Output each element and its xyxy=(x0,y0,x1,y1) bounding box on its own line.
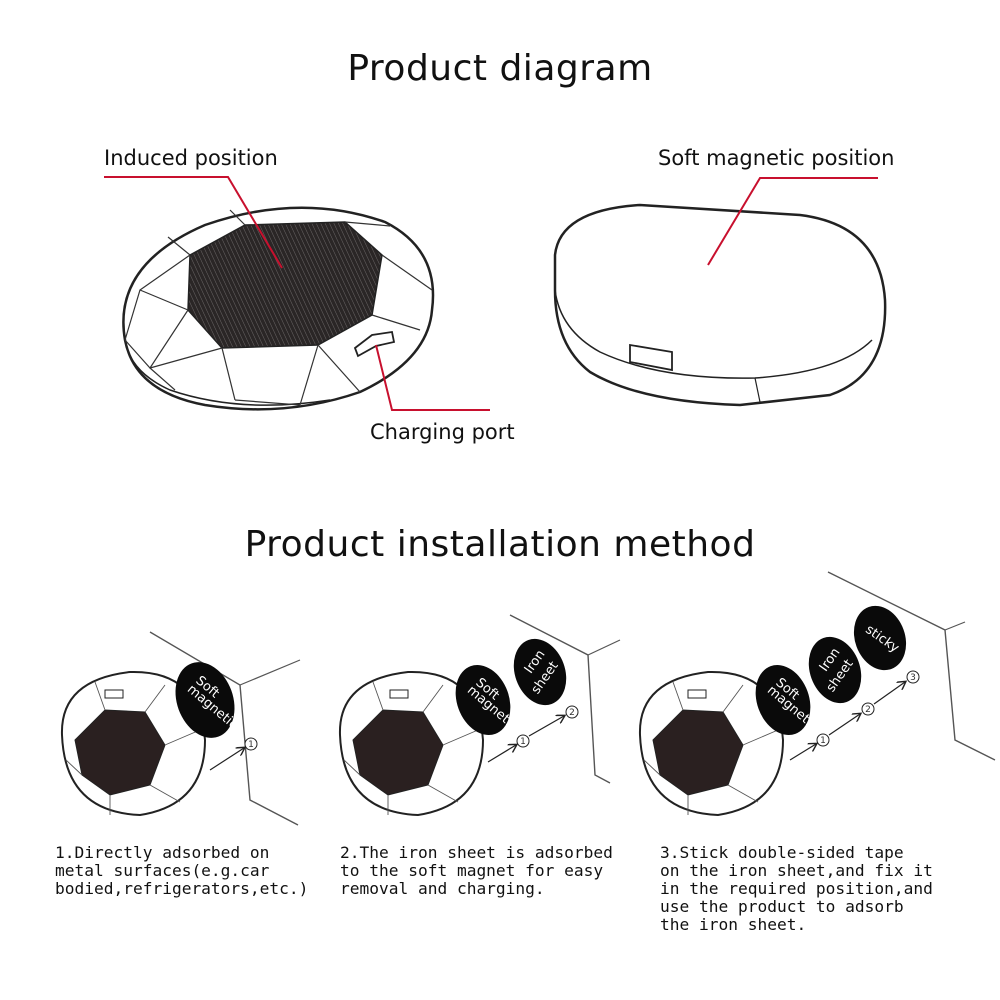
step-2-caption: 2.The iron sheet is adsorbed to the soft… xyxy=(340,843,613,898)
charging-port-icon xyxy=(353,330,396,358)
install-step-1-art: Soft magnetic 1 xyxy=(60,631,301,826)
installation-title: Product installation method xyxy=(244,524,756,565)
diagram-title: Product diagram xyxy=(347,48,653,89)
leader-lines xyxy=(104,176,878,411)
step-3-caption: 3.Stick double-sided tape on the iron sh… xyxy=(660,843,933,934)
step-marker xyxy=(565,705,579,719)
step-marker xyxy=(906,670,920,684)
svg-text:2: 2 xyxy=(569,708,575,718)
soft-magnetic-position-label: Soft magnetic position xyxy=(658,146,895,170)
charging-port-label: Charging port xyxy=(370,420,515,444)
charging-port-icon-right xyxy=(629,343,673,372)
svg-text:1: 1 xyxy=(248,740,254,750)
svg-text:1: 1 xyxy=(520,737,526,747)
install-step-2-art: Soft magnetic Iron sheet 1 2 xyxy=(338,614,621,817)
step-1-caption: 1.Directly adsorbed on metal surfaces(e.… xyxy=(55,843,309,898)
smooth-product-top xyxy=(553,203,887,407)
svg-text:3: 3 xyxy=(910,673,916,683)
svg-text:1: 1 xyxy=(820,736,826,746)
step-marker xyxy=(861,702,875,716)
step-marker xyxy=(516,734,530,748)
step-marker xyxy=(816,733,830,747)
install-step-3-art: Soft magnetic Iron sheet sticky 1 2 3 xyxy=(638,571,996,817)
svg-text:2: 2 xyxy=(865,705,871,715)
step-marker xyxy=(244,737,258,751)
faceted-product-top xyxy=(122,206,435,411)
induced-position-label: Induced position xyxy=(104,146,278,170)
